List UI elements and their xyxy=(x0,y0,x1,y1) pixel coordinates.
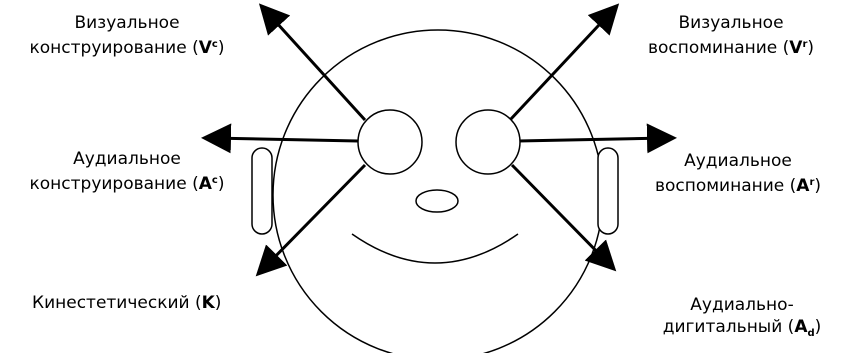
right-eye xyxy=(456,110,520,174)
label-visual-constructed: Визуальное конструирование (Vc) xyxy=(12,12,242,59)
label-auditory-digital: Аудиально- дигитальный (Ad) xyxy=(632,294,852,345)
left-eye xyxy=(358,110,422,174)
label-kinesthetic-text: Кинестетический ( xyxy=(32,293,202,313)
label-auditory-digital-line2: дигитальный (Ad) xyxy=(632,316,852,345)
label-auditory-remembered-letter: A xyxy=(796,176,809,196)
nose xyxy=(416,190,458,212)
label-visual-remembered-letter: V xyxy=(789,38,802,58)
left-ear xyxy=(252,148,272,234)
label-visual-remembered-line1: Визуальное xyxy=(626,12,836,34)
label-auditory-remembered: Аудиальное воспоминание (Ar) xyxy=(628,150,848,197)
label-auditory-digital-close: ) xyxy=(815,317,822,337)
label-kinesthetic-letter: K xyxy=(202,293,215,313)
label-auditory-constructed-close: ) xyxy=(218,174,225,194)
label-visual-constructed-letter: V xyxy=(199,38,212,58)
label-auditory-remembered-line1: Аудиальное xyxy=(628,150,848,172)
label-auditory-remembered-close: ) xyxy=(814,176,821,196)
label-auditory-constructed-line1: Аудиальное xyxy=(4,148,250,170)
label-auditory-remembered-line2: воспоминание (Ar) xyxy=(628,172,848,197)
label-kinesthetic-line1: Кинестетический (K) xyxy=(32,292,292,314)
label-visual-remembered: Визуальное воспоминание (Vr) xyxy=(626,12,836,59)
label-visual-constructed-close: ) xyxy=(218,38,225,58)
label-visual-remembered-text: воспоминание ( xyxy=(648,38,789,58)
label-kinesthetic-close: ) xyxy=(215,293,222,313)
label-kinesthetic: Кинестетический (K) xyxy=(32,292,292,314)
label-visual-constructed-line2: конструирование (Vc) xyxy=(12,34,242,59)
right-ear xyxy=(598,148,618,234)
label-auditory-digital-text: дигитальный ( xyxy=(663,317,795,337)
label-auditory-constructed-line2: конструирование (Ac) xyxy=(4,170,250,195)
label-visual-remembered-line2: воспоминание (Vr) xyxy=(626,34,836,59)
label-auditory-digital-letter: A xyxy=(794,317,807,337)
label-auditory-digital-line1: Аудиально- xyxy=(632,294,852,316)
label-auditory-constructed: Аудиальное конструирование (Ac) xyxy=(4,148,250,195)
label-auditory-remembered-text: воспоминание ( xyxy=(655,176,796,196)
label-auditory-constructed-letter: A xyxy=(199,174,212,194)
label-auditory-digital-mark: d xyxy=(807,328,814,339)
label-visual-constructed-text: конструирование ( xyxy=(30,38,199,58)
label-auditory-constructed-text: конструирование ( xyxy=(30,174,199,194)
label-visual-constructed-line1: Визуальное xyxy=(12,12,242,34)
label-visual-remembered-close: ) xyxy=(807,38,814,58)
